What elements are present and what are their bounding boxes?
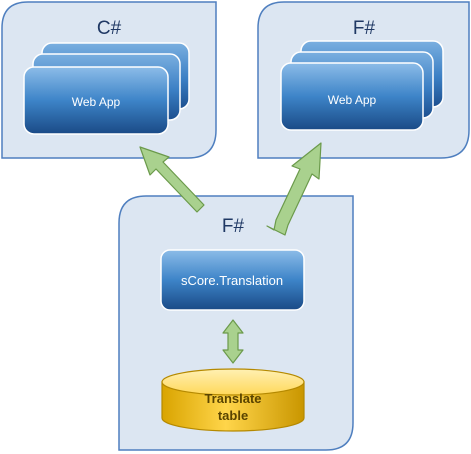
score-translation-module[interactable]: sCore.Translation (160, 249, 305, 311)
database-label-line2: table (218, 408, 248, 423)
arrow-module-database (222, 319, 244, 364)
web-app-stack-csharp[interactable]: Web App (23, 42, 190, 135)
database-body (161, 381, 305, 432)
translate-table-database[interactable]: Translate table (161, 368, 305, 432)
arrow-bidirectional-fsharp (266, 142, 322, 236)
web-app-label-csharp: Web App (72, 95, 121, 109)
web-app-card-front (23, 66, 169, 135)
web-app-label-fsharp: Web App (328, 93, 377, 107)
web-app-card-front (280, 62, 424, 131)
database-label-line1: Translate (204, 391, 261, 406)
container-fsharp-top-title: F# (353, 18, 376, 39)
database-top (161, 368, 305, 396)
arrow-to-csharp (139, 146, 205, 213)
web-app-stack-fsharp[interactable]: Web App (280, 40, 444, 131)
score-translation-box (160, 249, 305, 311)
score-translation-label: sCore.Translation (181, 273, 283, 288)
container-csharp-title: C# (97, 18, 122, 39)
container-csharp: C# Web App (1, 1, 217, 159)
container-fsharp-top: F# Web App (257, 1, 470, 159)
container-fsharp-bottom-title: F# (222, 216, 245, 237)
